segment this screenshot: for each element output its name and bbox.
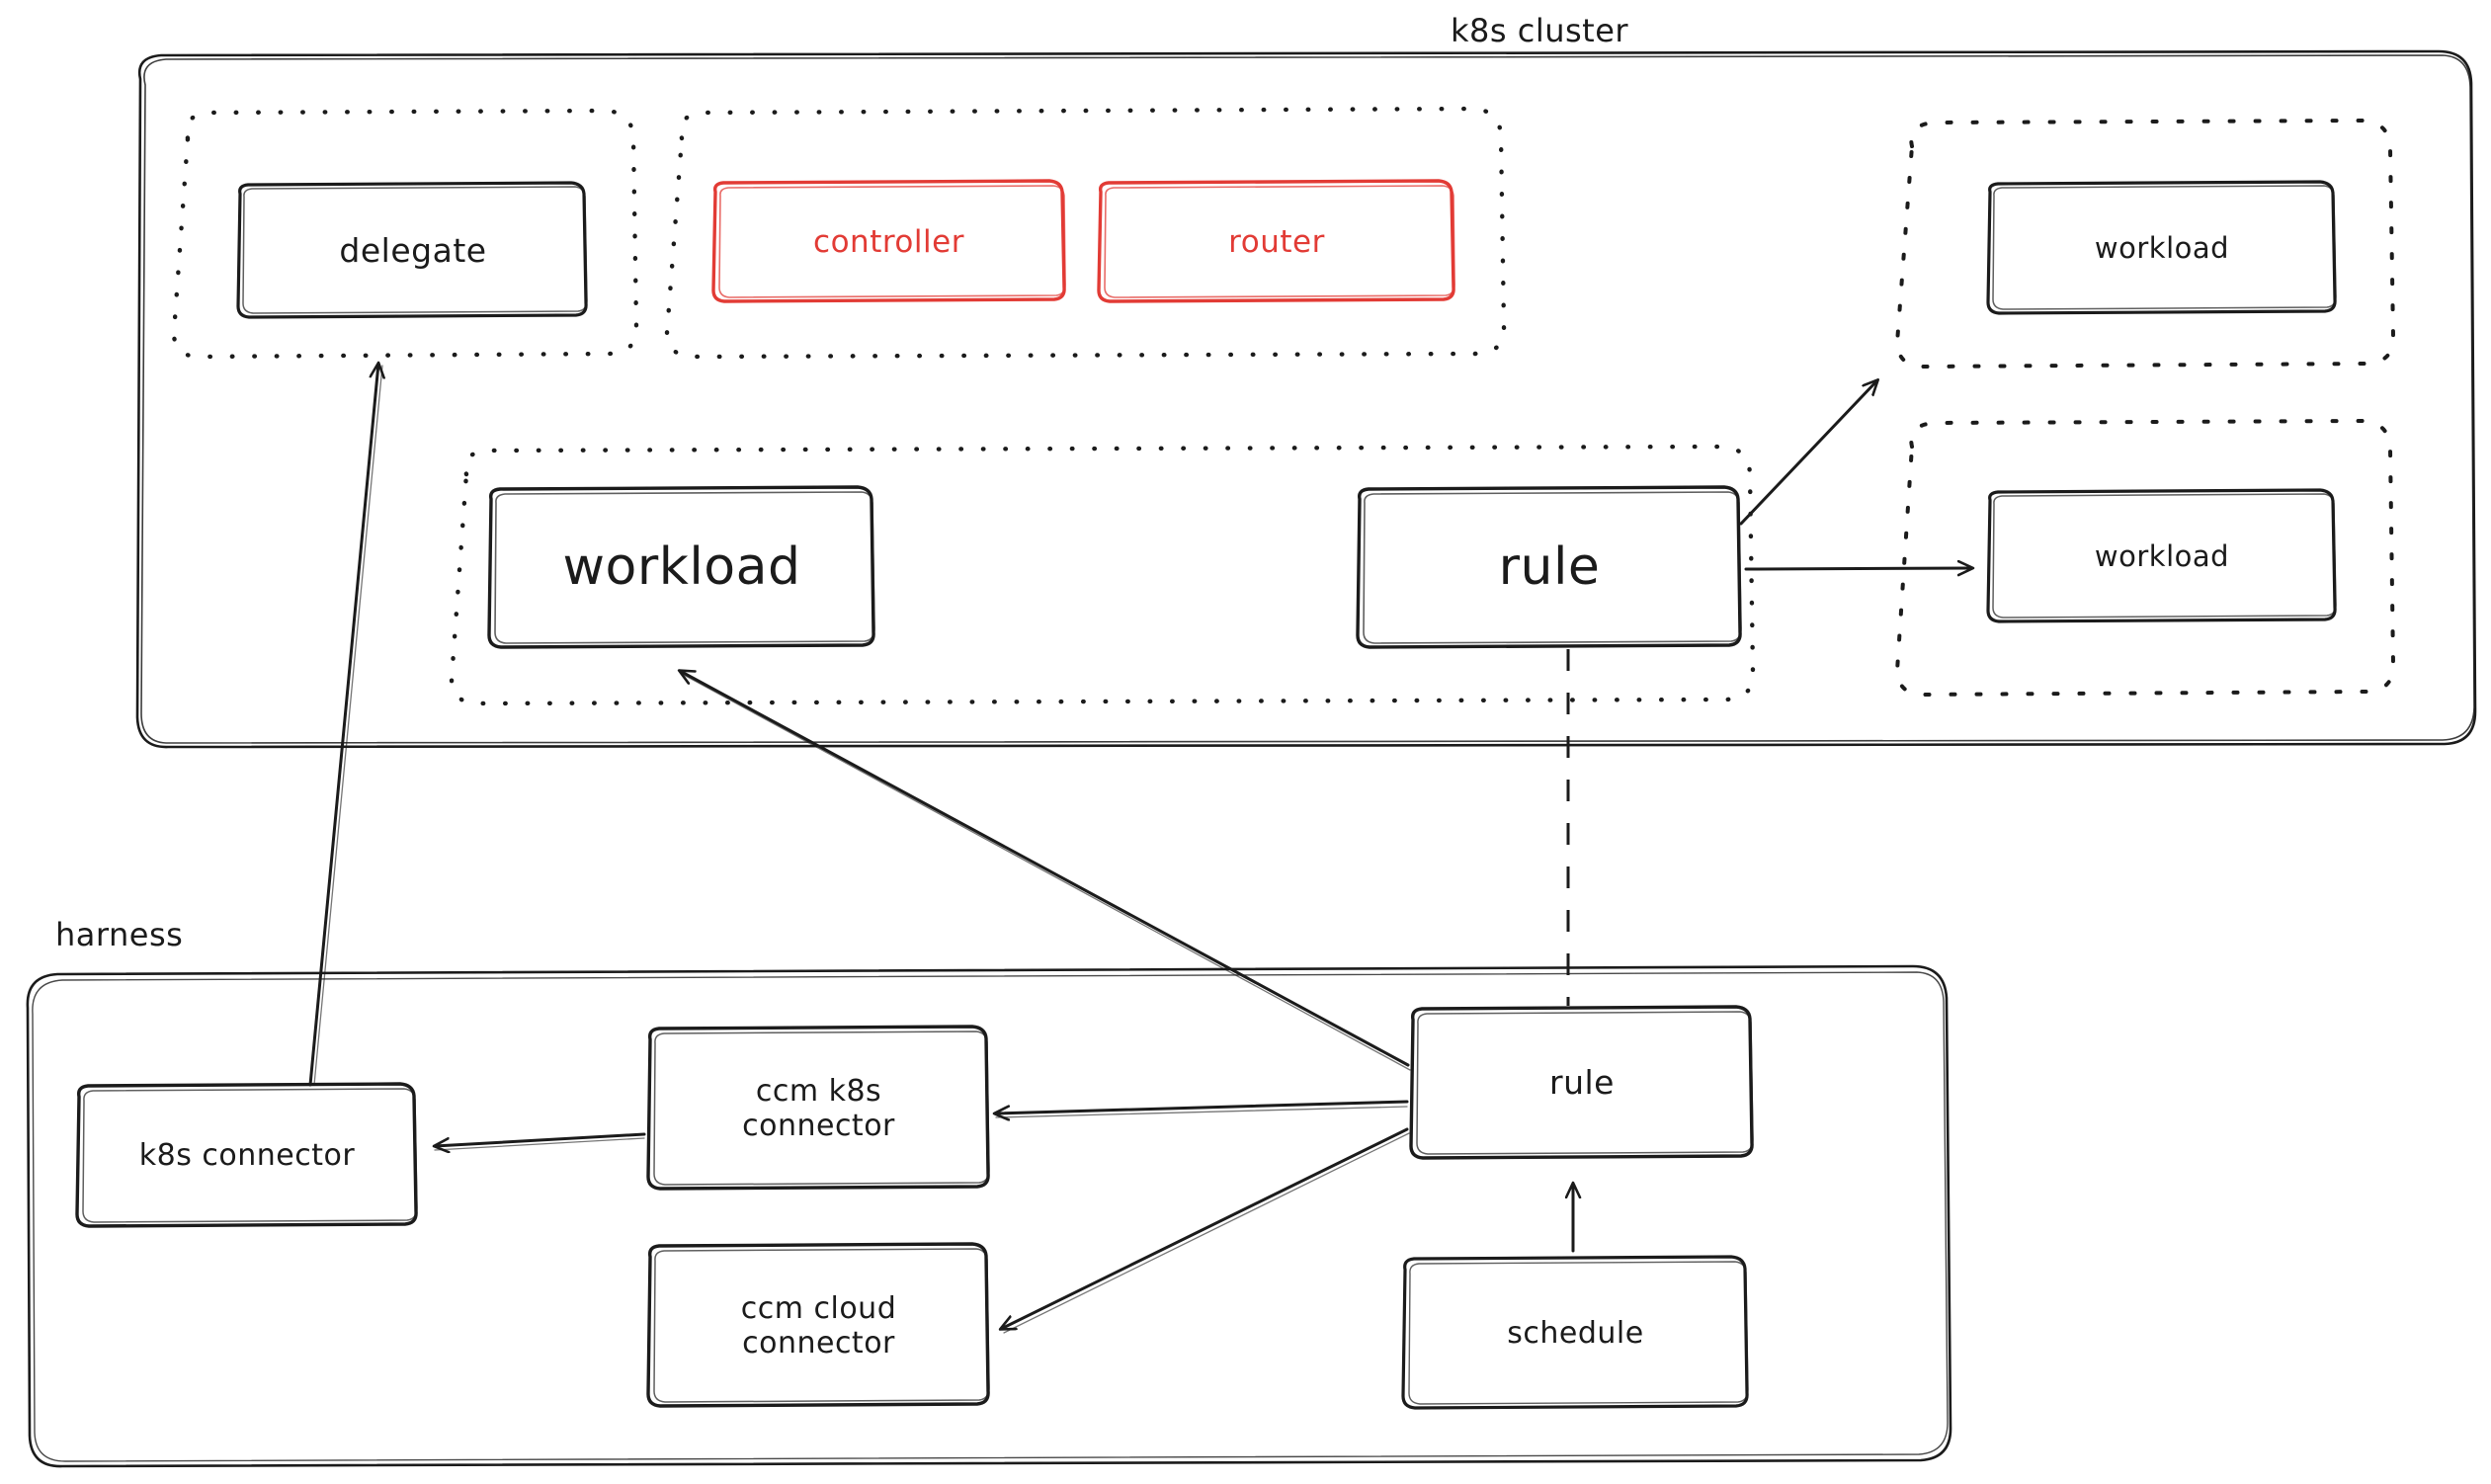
node-box-controller[interactable] — [711, 179, 1066, 303]
node-box-rule-harness[interactable] — [1409, 1005, 1754, 1160]
node-schedule[interactable] — [1403, 1257, 1749, 1409]
node-k8s-connector[interactable] — [77, 1084, 418, 1227]
edge-rule-harness-to-ccm-cloud-connector — [1001, 1127, 1410, 1334]
node-rule-cluster[interactable] — [1358, 487, 1742, 648]
edge-rule-cluster-to-workload-mid-right — [1744, 568, 1972, 569]
node-box-schedule[interactable] — [1401, 1255, 1749, 1410]
node-box-k8s-connector[interactable] — [75, 1082, 418, 1228]
node-box-rule-cluster[interactable] — [1356, 485, 1742, 649]
k8s-cluster-container — [135, 49, 2477, 749]
edge-k8s-connector-to-delegate — [308, 364, 382, 1087]
node-box-router[interactable] — [1097, 179, 1455, 303]
workload-rule-group — [449, 444, 1756, 706]
harness-label: harness — [55, 916, 184, 953]
node-workload-mid-right[interactable] — [1988, 490, 2337, 622]
node-box-workload-top-right[interactable] — [1986, 180, 2337, 315]
workload-top-group — [1895, 119, 2396, 369]
delegate-group — [171, 108, 639, 360]
workload-mid-group — [1895, 419, 2396, 697]
node-workload-top-right[interactable] — [1988, 182, 2337, 314]
node-controller[interactable] — [713, 181, 1066, 303]
node-delegate[interactable] — [238, 183, 588, 319]
node-box-workload-mid-right[interactable] — [1986, 488, 2337, 623]
edge-rule-cluster-to-workload-top-right — [1739, 380, 1877, 526]
node-box-workload-big[interactable] — [487, 485, 875, 649]
edge-rule-harness-to-ccm-k8s-connector — [995, 1100, 1409, 1117]
node-box-ccm-cloud-connector[interactable] — [646, 1242, 990, 1408]
node-ccm-k8s-connector[interactable] — [648, 1027, 990, 1190]
edge-rule-harness-to-workload-big — [680, 671, 1411, 1071]
controller-router-group — [664, 106, 1507, 360]
node-box-ccm-k8s-connector[interactable] — [646, 1025, 990, 1191]
node-box-delegate[interactable] — [236, 181, 588, 319]
node-ccm-cloud-connector[interactable] — [648, 1244, 990, 1407]
harness-container — [26, 964, 1952, 1468]
node-rule-harness[interactable] — [1411, 1007, 1754, 1159]
k8s-cluster-label: k8s cluster — [1451, 12, 1629, 49]
node-workload-big[interactable] — [489, 487, 875, 648]
node-router[interactable] — [1099, 181, 1455, 303]
edge-ccm-k8s-to-k8s-connector — [435, 1132, 646, 1150]
